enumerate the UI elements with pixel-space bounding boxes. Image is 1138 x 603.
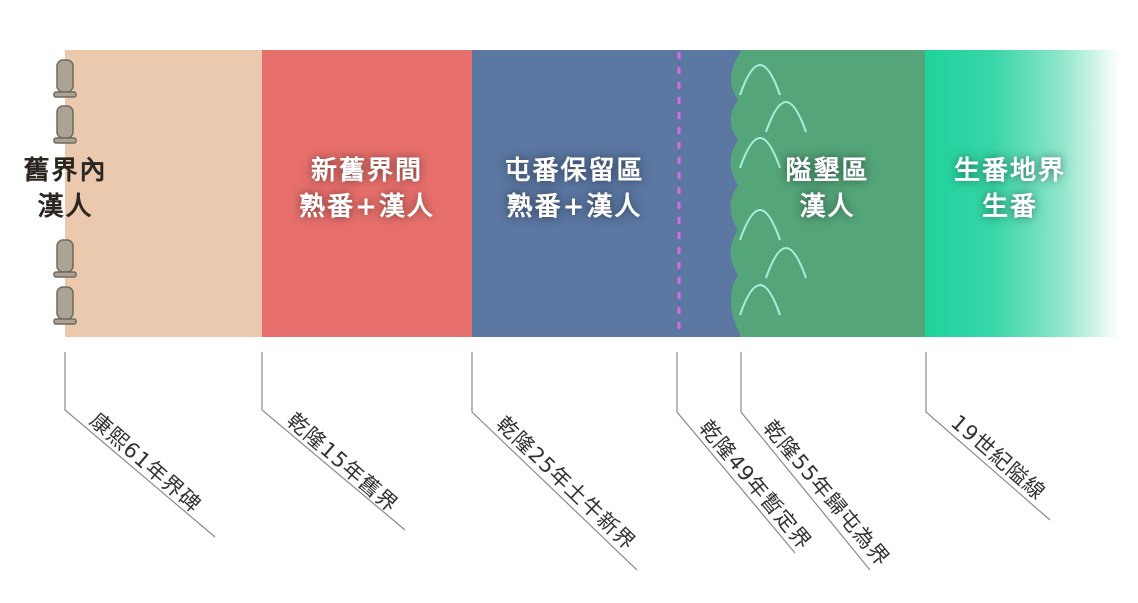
zone-population: 熟番+漢人 (299, 192, 435, 222)
zone-raw-fan-territory (925, 50, 1120, 337)
zone-label-between: 新舊界間 熟番+漢人 (262, 153, 472, 225)
boundary-label: 乾隆15年舊界 (282, 408, 402, 517)
zone-title: 屯番保留區 (504, 156, 645, 186)
mountain-icon (765, 247, 807, 279)
boundary-label: 19世紀隘線 (946, 410, 1050, 505)
mountain-icon (739, 64, 781, 96)
zone-label-raw-fan: 生番地界 生番 (940, 153, 1080, 225)
boundary-label: 乾隆25年土牛新界 (492, 412, 641, 555)
leader-line (261, 352, 406, 531)
mountain-icon (739, 209, 781, 241)
stone-marker-icon (53, 105, 77, 144)
zone-title: 舊界內 (23, 156, 108, 186)
zone-old-boundary-inside (65, 50, 262, 337)
mountain-icon (739, 137, 781, 169)
zone-title: 生番地界 (953, 156, 1066, 186)
zone-between-old-new (262, 50, 472, 337)
zone-population: 漢人 (37, 192, 94, 222)
zone-population: 漢人 (799, 192, 856, 222)
mountain-icon (765, 101, 807, 133)
zone-guard-reclamation (740, 50, 926, 337)
leader-line (740, 352, 871, 571)
boundary-label: 康熙61年界碑 (85, 408, 205, 517)
stone-marker-icon (53, 286, 77, 325)
zone-label-old-inside: 舊界內 漢人 (8, 153, 123, 225)
zone-title: 新舊界間 (310, 156, 423, 186)
mountain-icons (739, 64, 807, 316)
boundary-label: 乾隆49年暫定界 (694, 416, 816, 555)
stone-marker-icon (53, 59, 77, 98)
zone-label-tunfan: 屯番保留區 熟番+漢人 (472, 153, 677, 225)
zone-tunfan-reserve (472, 50, 742, 337)
leader-line (676, 352, 796, 554)
zone-population: 生番 (981, 192, 1038, 222)
zone-title: 隘墾區 (785, 156, 870, 186)
leader-line (64, 352, 216, 538)
mountain-edge (730, 50, 760, 337)
leader-line (471, 352, 638, 571)
boundary-stones (53, 59, 77, 325)
leader-line (925, 352, 1051, 521)
mountain-icon (739, 284, 781, 316)
stone-marker-icon (53, 239, 77, 278)
zone-population: 熟番+漢人 (506, 192, 643, 222)
zone-label-guard: 隘墾區 漢人 (770, 153, 885, 225)
